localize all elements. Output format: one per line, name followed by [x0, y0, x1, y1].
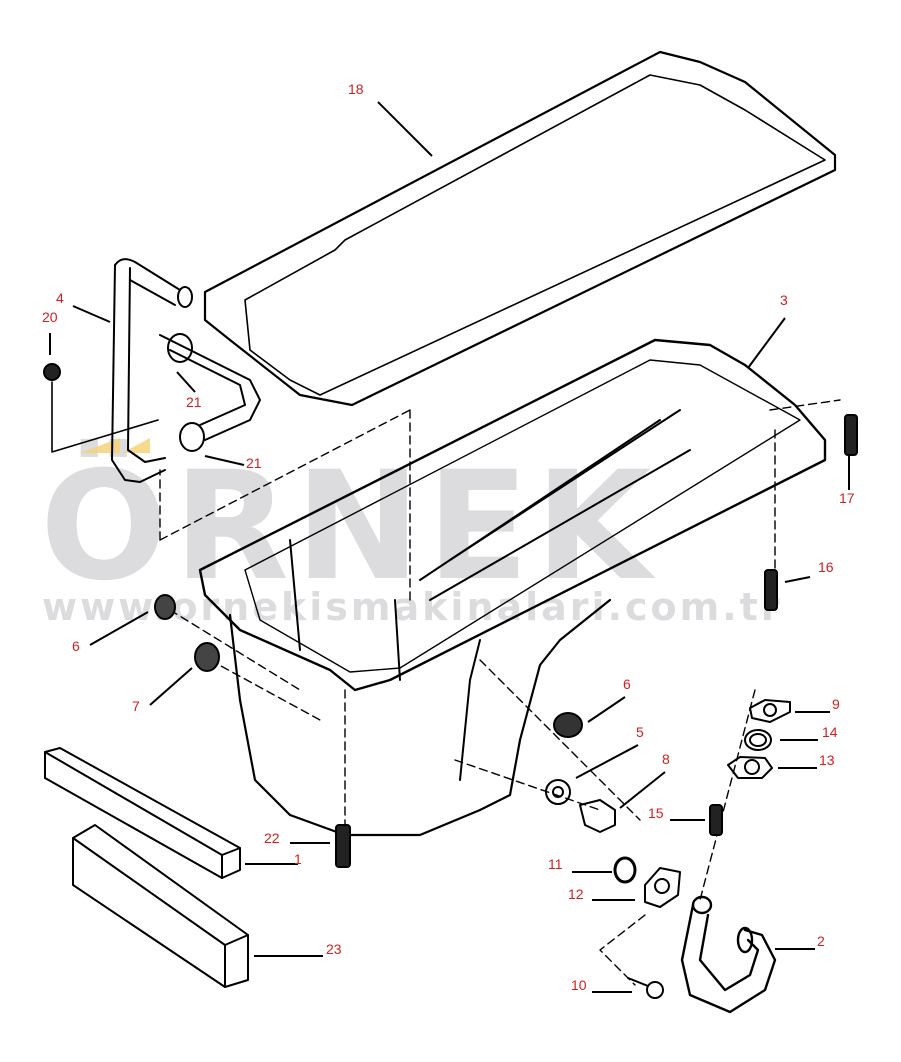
- callout-11: 11: [548, 856, 563, 872]
- bolt-17: [844, 414, 858, 456]
- bolt-16: [764, 569, 778, 611]
- washer-5: [545, 779, 571, 805]
- seal-ring-14: [744, 729, 772, 751]
- callout-15: 15: [648, 805, 664, 821]
- plug-6-right: [553, 712, 583, 738]
- oil-pipe-4: [111, 258, 261, 483]
- gasket-18: [203, 50, 837, 407]
- callout-9: 9: [832, 696, 840, 712]
- plug-7: [194, 642, 220, 672]
- callout-12: 12: [568, 886, 584, 902]
- callout-17: 17: [839, 490, 855, 506]
- o-ring-11: [613, 856, 637, 884]
- callout-2: 2: [817, 933, 825, 949]
- callout-22: 22: [264, 830, 280, 846]
- oil-suction-tube-2: [680, 895, 777, 1014]
- bolt-10: [627, 977, 664, 999]
- callout-16: 16: [818, 559, 834, 575]
- callout-8: 8: [662, 751, 670, 767]
- callout-6: 6: [623, 676, 631, 692]
- watermark-brand: ÖRNEK: [40, 440, 658, 614]
- callout-3: 3: [780, 292, 788, 308]
- callout-14: 14: [822, 724, 838, 740]
- support-bar-23: [72, 824, 249, 988]
- callout-21: 21: [186, 394, 202, 410]
- callout-21: 21: [246, 455, 262, 471]
- callout-20: 20: [42, 309, 58, 325]
- flange-13: [727, 756, 773, 779]
- callout-13: 13: [819, 752, 835, 768]
- bolt-22: [335, 824, 351, 868]
- callout-10: 10: [571, 977, 587, 993]
- support-bar-1: [44, 747, 241, 879]
- callout-1: 1: [294, 851, 302, 867]
- flange-12: [644, 867, 681, 908]
- nut-20: [43, 363, 61, 381]
- callout-4: 4: [56, 290, 64, 306]
- callout-18: 18: [348, 81, 364, 97]
- callout-arrows: [49, 101, 850, 993]
- oil-pan-3: [198, 338, 827, 837]
- drain-plug-8: [579, 799, 616, 833]
- callout-7: 7: [132, 698, 140, 714]
- callout-6: 6: [72, 638, 80, 654]
- gasket-9: [749, 699, 791, 723]
- plug-6-left: [154, 594, 176, 620]
- callout-5: 5: [636, 724, 644, 740]
- bolt-15: [709, 804, 723, 836]
- callout-23: 23: [326, 941, 342, 957]
